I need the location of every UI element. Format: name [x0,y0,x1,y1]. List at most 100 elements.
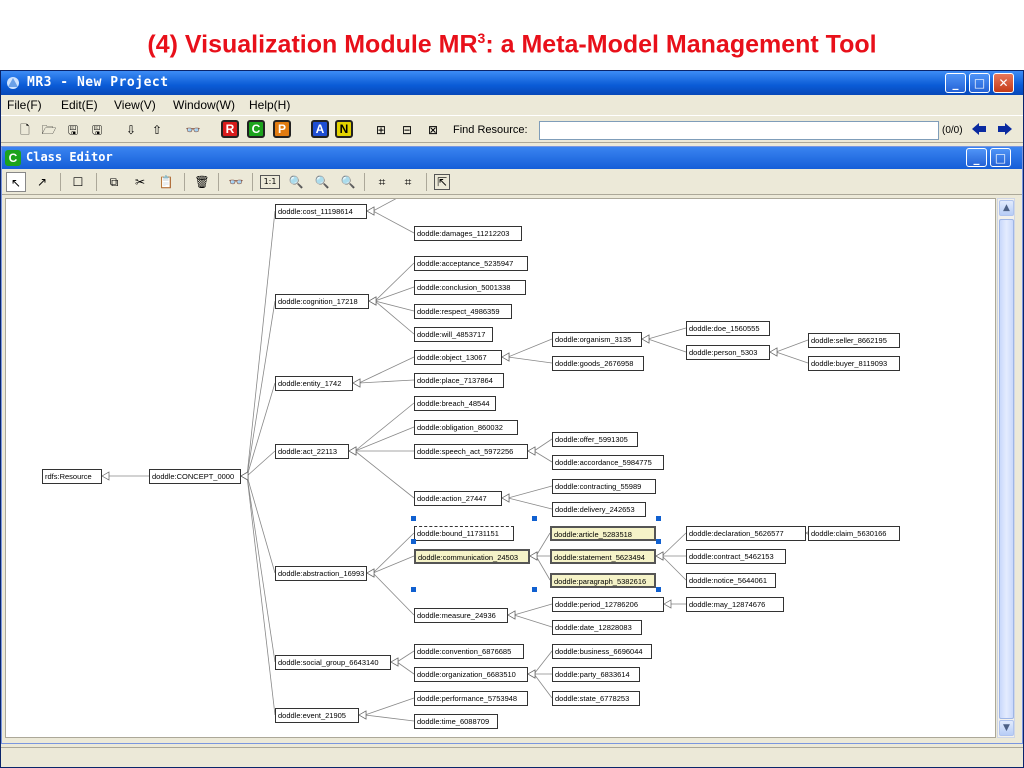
layout-property-icon[interactable]: ⊠ [427,123,439,137]
class-node[interactable]: doddle:paragraph_5382616 [550,573,656,588]
class-node[interactable]: doddle:may_12874676 [686,597,784,612]
namespace-button[interactable]: N [335,120,353,138]
class-node[interactable]: doddle:organization_6683510 [414,667,528,682]
class-node[interactable]: doddle:offer_5991305 [552,432,638,447]
class-node[interactable]: doddle:state_6778253 [552,691,640,706]
class-node[interactable]: doddle:seller_8662195 [808,333,900,348]
zoom-in-icon[interactable]: 🔍 [288,175,304,189]
connect-tool-icon[interactable]: ↗ [36,175,48,189]
maximize-button[interactable]: □ [969,73,990,93]
find-resource-input[interactable] [539,121,939,140]
class-node[interactable]: doddle:date_12828083 [552,620,642,635]
selection-handle[interactable] [532,587,537,592]
selection-handle[interactable] [656,516,661,521]
class-editor-button[interactable]: C [247,120,265,138]
binoculars-icon[interactable]: 👓 [185,123,201,137]
class-node[interactable]: doddle:convention_6876685 [414,644,524,659]
class-node[interactable]: doddle:breach_48544 [414,396,496,411]
class-node[interactable]: doddle:cognition_17218 [275,294,369,309]
property-editor-button[interactable]: P [273,120,291,138]
class-node[interactable]: doddle:claim_5630166 [808,526,900,541]
class-node[interactable]: doddle:statement_5623494 [550,549,656,564]
class-node[interactable]: doddle:will_4853717 [414,327,493,342]
class-node[interactable]: doddle:social_group_6643140 [275,655,391,670]
class-node[interactable]: doddle:accordance_5984775 [552,455,664,470]
menu-help[interactable]: Help(H) [249,98,291,112]
editor-minimize-button[interactable]: _ [966,148,987,167]
class-node[interactable]: doddle:article_5283518 [550,526,656,541]
class-node[interactable]: doddle:notice_5644061 [686,573,776,588]
paste-icon[interactable]: 📋 [158,175,174,189]
class-node[interactable]: doddle:conclusion_5001338 [414,280,526,295]
class-node[interactable]: doddle:time_6088709 [414,714,498,729]
menu-view[interactable]: View(V) [114,98,156,112]
layout-class-icon[interactable]: ⊟ [401,123,413,137]
graph-canvas[interactable]: doddle:cost_11198614doddle:price_1122370… [5,198,996,738]
zoom-fit-icon[interactable]: 🔍 [340,175,356,189]
class-node[interactable]: doddle:obligation_860032 [414,420,518,435]
class-node[interactable]: doddle:bound_11731151 [414,526,514,541]
new-file-icon[interactable]: 🗋 [20,123,30,137]
class-node[interactable]: doddle:business_6696044 [552,644,652,659]
class-editor-titlebar[interactable]: C Class Editor _ □ [2,147,1022,169]
close-button[interactable]: ✕ [993,73,1014,93]
attribute-button[interactable]: A [311,120,329,138]
class-node[interactable]: doddle:organism_3135 [552,332,642,347]
class-node[interactable]: doddle:CONCEPT_0000 [149,469,241,484]
class-node[interactable]: doddle:person_5303 [686,345,770,360]
class-node[interactable]: doddle:declaration_5626577 [686,526,806,541]
actual-size-icon[interactable]: 1:1 [260,175,280,189]
selection-handle[interactable] [532,516,537,521]
class-node[interactable]: doddle:act_22113 [275,444,349,459]
save-icon[interactable]: 🖫 [67,123,79,137]
class-node[interactable]: doddle:contracting_55989 [552,479,656,494]
scroll-up-button[interactable]: ▲ [999,200,1014,216]
ungroup-icon[interactable]: ⌗ [404,175,412,189]
window-titlebar[interactable]: MR3 - New Project _ □ ✕ [1,71,1023,95]
class-node[interactable]: doddle:doe_1560555 [686,321,770,336]
insert-class-icon[interactable]: ☐ [72,175,84,189]
delete-icon[interactable]: 🗑 [194,175,210,189]
class-node[interactable]: doddle:party_6833614 [552,667,640,682]
arrow-right-icon[interactable] [997,122,1013,136]
class-node[interactable]: doddle:buyer_8119093 [808,356,900,371]
class-node[interactable]: rdfs:Resource [42,469,102,484]
class-node[interactable]: doddle:cost_11198614 [275,204,367,219]
selection-handle[interactable] [411,516,416,521]
editor-maximize-button[interactable]: □ [990,148,1011,167]
zoom-out-icon[interactable]: 🔍 [314,175,330,189]
class-node[interactable]: doddle:contract_5462153 [686,549,786,564]
class-node[interactable]: doddle:communication_24503 [414,549,530,564]
copy-icon[interactable]: ⧉ [109,175,119,189]
selection-handle[interactable] [411,539,416,544]
arrow-left-icon[interactable] [971,122,987,136]
class-node[interactable]: doddle:place_7137864 [414,373,504,388]
class-node[interactable]: doddle:abstraction_16993 [275,566,367,581]
cut-icon[interactable]: ✂ [134,175,146,189]
vertical-scrollbar[interactable]: ▲ ▼ [997,198,1015,738]
class-node[interactable]: doddle:damages_11212203 [414,226,522,241]
class-node[interactable]: doddle:measure_24936 [414,608,508,623]
layout-all-icon[interactable]: ⊞ [375,123,387,137]
selection-handle[interactable] [411,587,416,592]
selection-handle[interactable] [656,539,661,544]
selection-handle[interactable] [656,587,661,592]
class-node[interactable]: doddle:respect_4986359 [414,304,512,319]
class-node[interactable]: doddle:object_13067 [414,350,502,365]
find-icon[interactable]: 👓 [228,175,244,189]
scroll-thumb[interactable] [999,219,1014,719]
menu-edit[interactable]: Edit(E) [61,98,98,112]
class-node[interactable]: doddle:event_21905 [275,708,359,723]
layout-icon[interactable]: ⇱ [434,174,450,190]
save-as-icon[interactable]: 🖫 [91,123,103,137]
open-folder-icon[interactable]: 🗁 [41,123,57,137]
minimize-button[interactable]: _ [945,73,966,93]
scroll-down-button[interactable]: ▼ [999,720,1014,736]
class-node[interactable]: doddle:performance_5753948 [414,691,528,706]
class-node[interactable]: doddle:entity_1742 [275,376,353,391]
class-node[interactable]: doddle:delivery_242653 [552,502,646,517]
menu-window[interactable]: Window(W) [173,98,235,112]
class-node[interactable]: doddle:acceptance_5235947 [414,256,528,271]
class-node[interactable]: doddle:period_12786206 [552,597,664,612]
select-tool-icon[interactable]: ↖ [6,172,26,192]
